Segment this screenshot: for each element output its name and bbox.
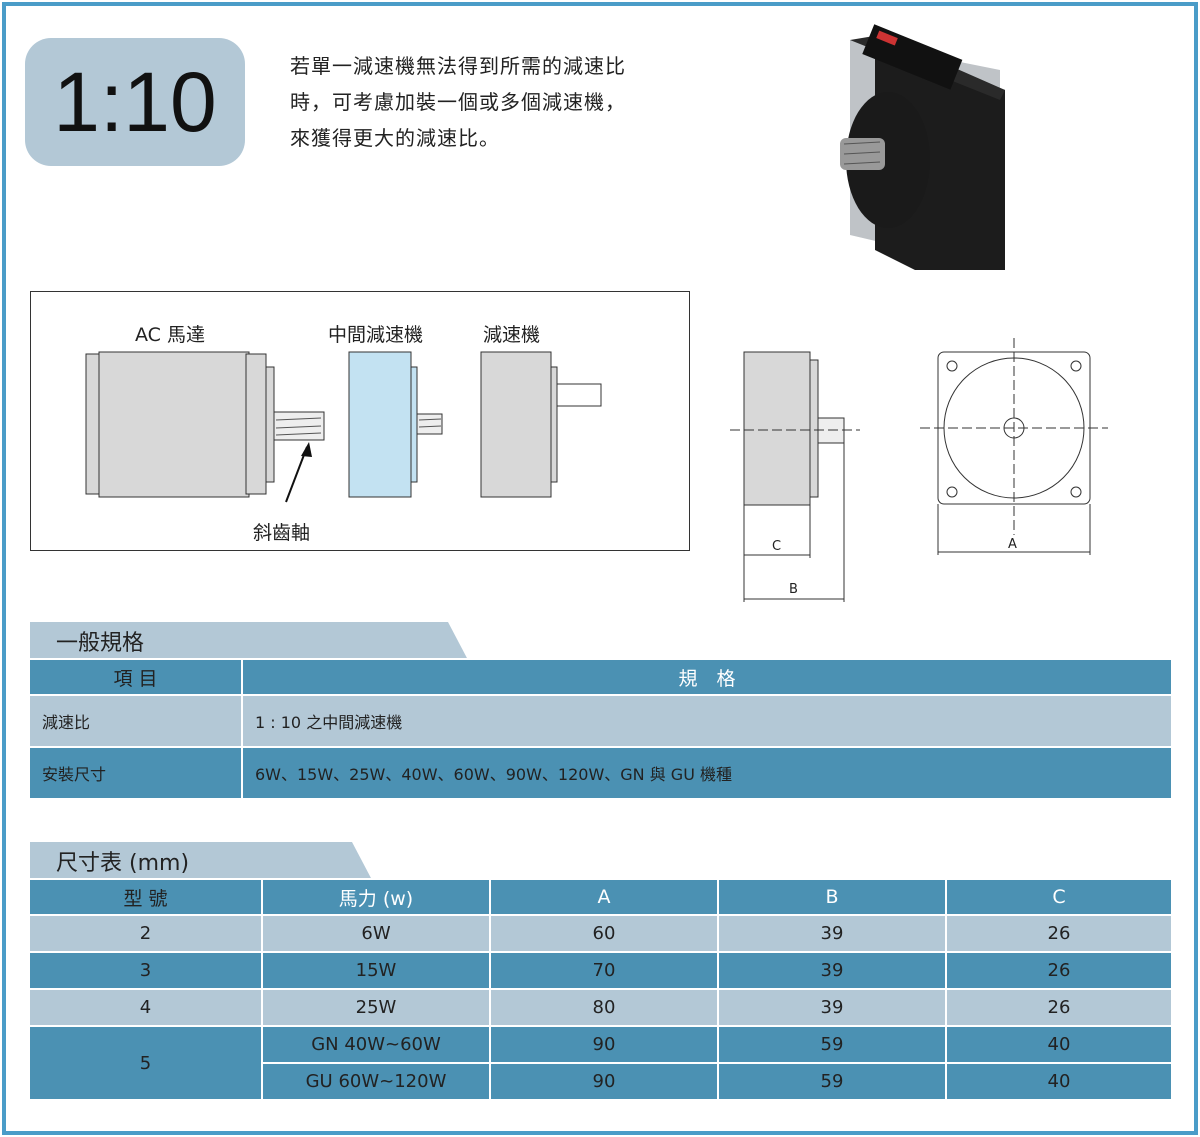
cell-b: 59 bbox=[717, 1025, 947, 1064]
cell-power: 25W bbox=[261, 988, 491, 1027]
general-spec-title: 一般規格 bbox=[30, 622, 468, 660]
header-power: 馬力 (w) bbox=[261, 878, 491, 916]
cell-b: 39 bbox=[717, 988, 947, 1027]
cell-c: 26 bbox=[945, 988, 1173, 1027]
cell-spec: 6W、15W、25W、40W、60W、90W、120W、GN 與 GU 機種 bbox=[241, 746, 1173, 800]
cell-spec: 1 : 10 之中間減速機 bbox=[241, 694, 1173, 748]
cell-power: GU 60W~120W bbox=[261, 1062, 491, 1101]
header-spec: 規 格 bbox=[241, 658, 1173, 696]
header-item: 項 目 bbox=[28, 658, 243, 696]
gearbox-photo bbox=[840, 24, 1005, 270]
dimension-drawing bbox=[730, 338, 1108, 602]
cell-a: 80 bbox=[489, 988, 719, 1027]
cell-model: 4 bbox=[28, 988, 263, 1027]
intro-text: 若單一減速機無法得到所需的減速比 時，可考慮加裝一個或多個減速機， 來獲得更大的… bbox=[290, 48, 710, 156]
cell-c: 26 bbox=[945, 914, 1173, 953]
cell-item: 減速比 bbox=[28, 694, 243, 748]
cell-power: GN 40W~60W bbox=[261, 1025, 491, 1064]
size-table-title: 尺寸表 (mm) bbox=[30, 842, 372, 880]
dim-b-label: B bbox=[789, 582, 798, 597]
cell-model: 5 bbox=[28, 1025, 263, 1101]
label-ac-motor: AC 馬達 bbox=[135, 324, 205, 346]
cell-power: 15W bbox=[261, 951, 491, 990]
label-reducer: 減速機 bbox=[483, 324, 541, 346]
assembly-diagram: AC 馬達 中間減速機 減速機 斜齒軸 bbox=[30, 291, 690, 551]
cell-model: 2 bbox=[28, 914, 263, 953]
intro-line: 來獲得更大的減速比。 bbox=[290, 126, 500, 150]
intro-line: 若單一減速機無法得到所需的減速比 bbox=[290, 54, 626, 78]
cell-power: 6W bbox=[261, 914, 491, 953]
header-model: 型 號 bbox=[28, 878, 263, 916]
cell-model: 3 bbox=[28, 951, 263, 990]
cell-item: 安裝尺寸 bbox=[28, 746, 243, 800]
header-b: B bbox=[717, 878, 947, 916]
cell-a: 90 bbox=[489, 1062, 719, 1101]
cell-c: 26 bbox=[945, 951, 1173, 990]
cell-b: 59 bbox=[717, 1062, 947, 1101]
header-a: A bbox=[489, 878, 719, 916]
dim-a-label: A bbox=[1008, 537, 1017, 552]
cell-b: 39 bbox=[717, 914, 947, 953]
intro-line: 時，可考慮加裝一個或多個減速機， bbox=[290, 90, 626, 114]
cell-a: 70 bbox=[489, 951, 719, 990]
cell-c: 40 bbox=[945, 1025, 1173, 1064]
cell-b: 39 bbox=[717, 951, 947, 990]
label-helical-shaft: 斜齒軸 bbox=[253, 522, 311, 544]
cell-c: 40 bbox=[945, 1062, 1173, 1101]
label-intermediate-reducer: 中間減速機 bbox=[328, 324, 424, 346]
dim-c-label: C bbox=[772, 539, 782, 554]
header-c: C bbox=[945, 878, 1173, 916]
cell-a: 60 bbox=[489, 914, 719, 953]
cell-a: 90 bbox=[489, 1025, 719, 1064]
ratio-badge: 1:10 bbox=[25, 38, 245, 166]
